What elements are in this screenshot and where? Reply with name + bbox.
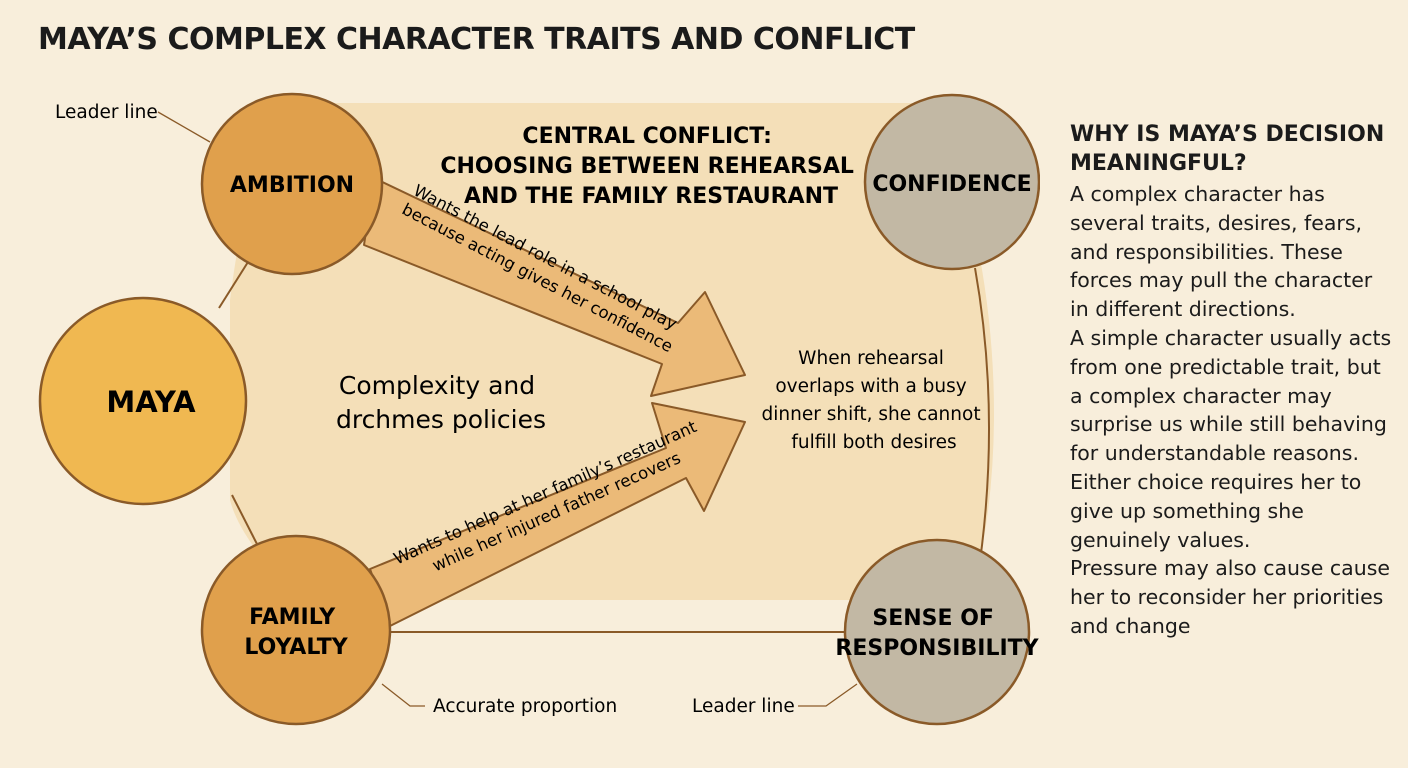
node-confidence: CONFIDENCE (863, 93, 1040, 271)
node-family-loyalty: FAMILY LOYALTY (200, 534, 392, 726)
explanation-paragraph: Pressure may also cause cause her to rec… (1070, 556, 1390, 638)
conflict-note: When rehearsal overlaps with a busy dinn… (762, 348, 987, 453)
explanation-paragraph: Either choice requires her to give up so… (1070, 469, 1362, 552)
svg-text:Accurate proportion: Accurate proportion (433, 696, 617, 717)
annotation-leader-line-bottom: Leader line (692, 683, 858, 717)
central-conflict-title: CENTRAL CONFLICT: CHOOSING BETWEEN REHEA… (440, 124, 861, 209)
responsibility-label: SENSE OF RESPONSIBILITY (835, 606, 1039, 661)
character-diagram: Wants the lead role in a school play bec… (38, 92, 1040, 726)
page-title: MAYA’S COMPLEX CHARACTER TRAITS AND CONF… (38, 22, 915, 57)
ambition-label: AMBITION (230, 173, 354, 198)
explanation-paragraph: A simple character usually acts from one… (1070, 325, 1392, 466)
explanation-paragraph: A complex character has several traits, … (1070, 182, 1373, 322)
explanation-title: WHY IS MAYA’S DECISION MEANINGFUL? (1070, 122, 1385, 176)
annotation-accurate-proportion: Accurate proportion (381, 683, 617, 717)
connector-lines (218, 261, 990, 633)
center-label: Complexity and drchmes policies (336, 371, 546, 434)
annotation-leader-line-top: Leader line (55, 102, 211, 143)
maya-label: MAYA (106, 385, 196, 419)
ambition-arrow (363, 177, 746, 397)
svg-text:Leader line: Leader line (55, 102, 158, 123)
family-arrow (369, 402, 746, 627)
node-ambition: AMBITION (200, 92, 384, 276)
explanation-panel: WHY IS MAYA’S DECISION MEANINGFUL? A com… (1070, 120, 1395, 641)
svg-text:Leader line: Leader line (692, 696, 795, 717)
node-maya: MAYA (38, 296, 248, 506)
family-loyalty-label: FAMILY LOYALTY (244, 605, 348, 660)
node-responsibility: SENSE OF RESPONSIBILITY (835, 538, 1040, 726)
confidence-label: CONFIDENCE (872, 172, 1031, 197)
